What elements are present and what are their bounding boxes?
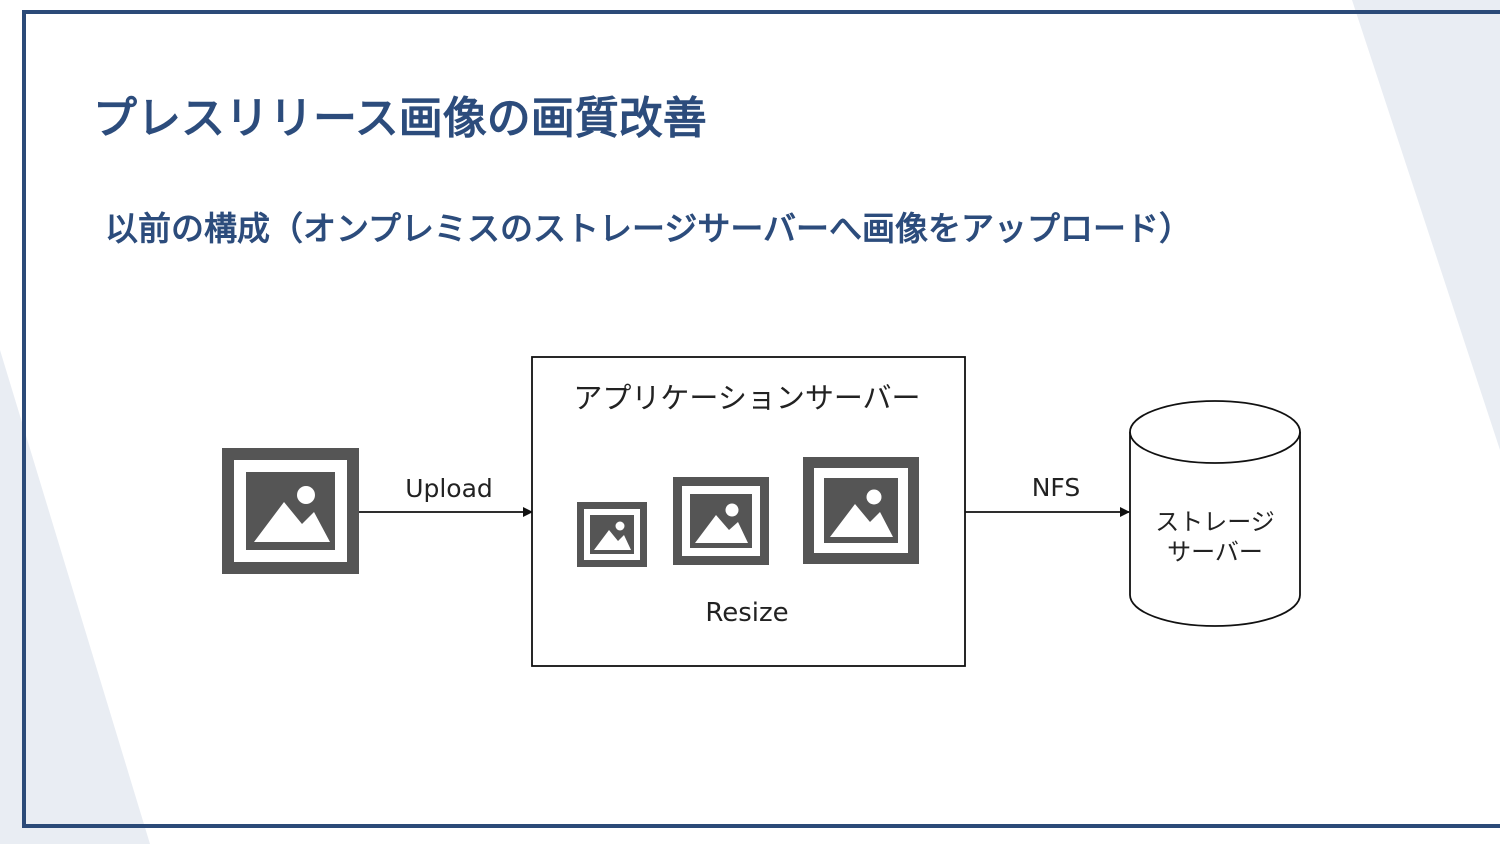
storage-label-line1: ストレージ xyxy=(1155,508,1275,536)
background-shape-right xyxy=(1352,0,1500,450)
slide-title: プレスリリース画像の画質改善 xyxy=(93,93,707,144)
storage-server-cylinder xyxy=(1129,400,1301,627)
source-image-icon xyxy=(222,448,359,574)
application-server-label: アプリケーションサーバー xyxy=(573,381,920,415)
storage-label-line2: サーバー xyxy=(1167,538,1263,566)
upload-label: Upload xyxy=(405,474,493,503)
background-shape-left xyxy=(0,350,150,844)
medium-image-icon xyxy=(673,477,769,565)
large-image-icon xyxy=(803,457,919,564)
nfs-label: NFS xyxy=(1032,473,1081,502)
slide-subtitle: 以前の構成（オンプレミスのストレージサーバーへ画像をアップロード） xyxy=(105,209,1193,248)
small-image-icon xyxy=(577,502,647,567)
resize-label: Resize xyxy=(705,598,788,628)
slide-frame xyxy=(22,10,1500,828)
